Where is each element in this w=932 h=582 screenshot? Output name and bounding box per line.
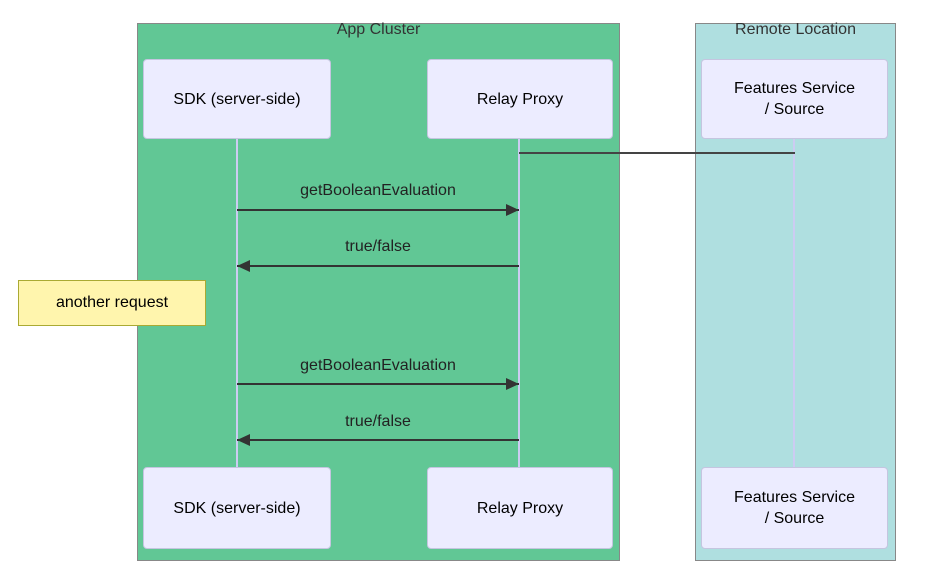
message-line [237, 383, 519, 385]
actor-features-service-bottom: Features Service / Source [701, 467, 888, 549]
message-label: true/false [345, 238, 411, 255]
actor-relay-proxy-bottom: Relay Proxy [427, 467, 613, 549]
actor-label: SDK (server-side) [173, 499, 301, 517]
actor-relay-proxy-top: Relay Proxy [427, 59, 613, 139]
note-another-request: another request [18, 280, 206, 326]
actor-label: SDK (server-side) [173, 90, 301, 108]
lifeline-sdk [236, 139, 238, 467]
message-line [237, 439, 519, 441]
arrowhead-left-icon [237, 434, 250, 446]
message-line [237, 209, 519, 211]
actor-features-service-top: Features Service / Source [701, 59, 888, 139]
actor-label-line1: Features Service [734, 489, 855, 506]
actor-label: Relay Proxy [476, 499, 564, 517]
actor-label-line2: / Source [764, 510, 825, 527]
arrowhead-left-icon [237, 260, 250, 272]
note-label: another request [55, 294, 169, 311]
actor-sdk-top: SDK (server-side) [143, 59, 331, 139]
message-label: getBooleanEvaluation [300, 182, 456, 199]
app-cluster-title: App Cluster [336, 21, 421, 38]
message-label: true/false [345, 413, 411, 430]
message-line [237, 265, 519, 267]
connector-relay-to-features [519, 152, 795, 154]
actor-label-line2: / Source [764, 101, 825, 118]
actor-label: Relay Proxy [476, 90, 564, 108]
remote-location-title: Remote Location [735, 21, 856, 38]
lifeline-relay-proxy [518, 139, 520, 467]
actor-label-line1: Features Service [734, 80, 855, 97]
lifeline-features-service [793, 139, 795, 467]
arrowhead-right-icon [506, 204, 519, 216]
message-label: getBooleanEvaluation [300, 357, 456, 374]
actor-sdk-bottom: SDK (server-side) [143, 467, 331, 549]
arrowhead-right-icon [506, 378, 519, 390]
